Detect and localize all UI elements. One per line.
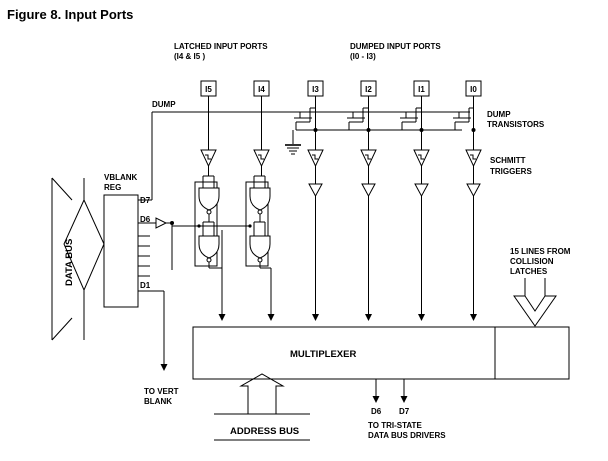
dumped-ports-sub: (I0 - I3): [350, 52, 376, 61]
dump-transistors-label: DUMP TRANSISTORS: [487, 110, 545, 129]
reg-pin-d6: D6: [140, 215, 151, 224]
svg-text:VBLANK: VBLANK: [104, 173, 138, 182]
address-bus: ADDRESS BUS: [214, 373, 310, 441]
port-label-i5: I5: [205, 85, 212, 94]
svg-text:TRIGGERS: TRIGGERS: [490, 167, 532, 176]
port-input-lines: [208, 96, 474, 150]
to-tristate-label-2: DATA BUS DRIVERS: [368, 431, 446, 440]
data-bus-arrow: [51, 177, 105, 341]
vblank-register: VBLANK REG D7 D6 D1: [103, 173, 168, 371]
multiplexer-right-section: [494, 326, 570, 380]
latched-ports-sub: (I4 & I5 ): [174, 52, 205, 61]
vblank-register-box: [103, 194, 139, 308]
port-label-i3: I3: [312, 85, 319, 94]
reg-pin-d1: D1: [140, 281, 151, 290]
dump-line: [138, 111, 470, 201]
multiplexer-label: MULTIPLEXER: [290, 349, 356, 360]
dump-transistors: [285, 107, 476, 155]
multiplexer: MULTIPLEXER: [192, 326, 570, 380]
latch-i5: [194, 166, 226, 321]
svg-text:DUMP: DUMP: [487, 110, 511, 119]
svg-text:REG: REG: [104, 183, 121, 192]
svg-text:SCHMITT: SCHMITT: [490, 156, 526, 165]
svg-text:COLLISION: COLLISION: [510, 257, 554, 266]
to-tristate-label-1: TO TRI-STATE: [368, 421, 422, 430]
svg-text:TRANSISTORS: TRANSISTORS: [487, 120, 545, 129]
dump-label: DUMP: [152, 100, 176, 109]
collision-latches: 15 LINES FROM COLLISION LATCHES: [510, 247, 571, 327]
svg-text:BLANK: BLANK: [144, 397, 172, 406]
port-labels: I5 I4 I3 I2 I1 I0: [205, 85, 477, 94]
port-boxes: [200, 80, 482, 97]
latched-ports-title: LATCHED INPUT PORTS: [174, 42, 268, 51]
port-label-i0: I0: [470, 85, 477, 94]
port-label-i2: I2: [365, 85, 372, 94]
port-label-i1: I1: [418, 85, 425, 94]
to-vert-blank-label: TO VERT BLANK: [144, 387, 179, 406]
svg-text:TO VERT: TO VERT: [144, 387, 179, 396]
latch-i4: [245, 166, 275, 321]
schmitt-triggers: [200, 149, 482, 168]
output-lines: D6 D7 TO TRI-STATE DATA BUS DRIVERS: [368, 379, 446, 440]
figure-title: Figure 8. Input Ports: [7, 7, 133, 22]
address-bus-label: ADDRESS BUS: [230, 426, 299, 437]
output-bit-d7: D7: [399, 407, 410, 416]
dumped-ports-title: DUMPED INPUT PORTS: [350, 42, 441, 51]
reg-pin-d7: D7: [140, 196, 151, 205]
output-bit-d6: D6: [371, 407, 382, 416]
svg-text:LATCHES: LATCHES: [510, 267, 548, 276]
multiplexer-box: [192, 326, 496, 380]
latch-enable-line: [138, 217, 252, 270]
schmitt-triggers-label: SCHMITT TRIGGERS: [490, 156, 532, 176]
dumped-buffers: [308, 166, 481, 321]
data-bus-label: DATA BUS: [64, 239, 75, 286]
svg-text:15 LINES FROM: 15 LINES FROM: [510, 247, 571, 256]
port-label-i4: I4: [258, 85, 265, 94]
